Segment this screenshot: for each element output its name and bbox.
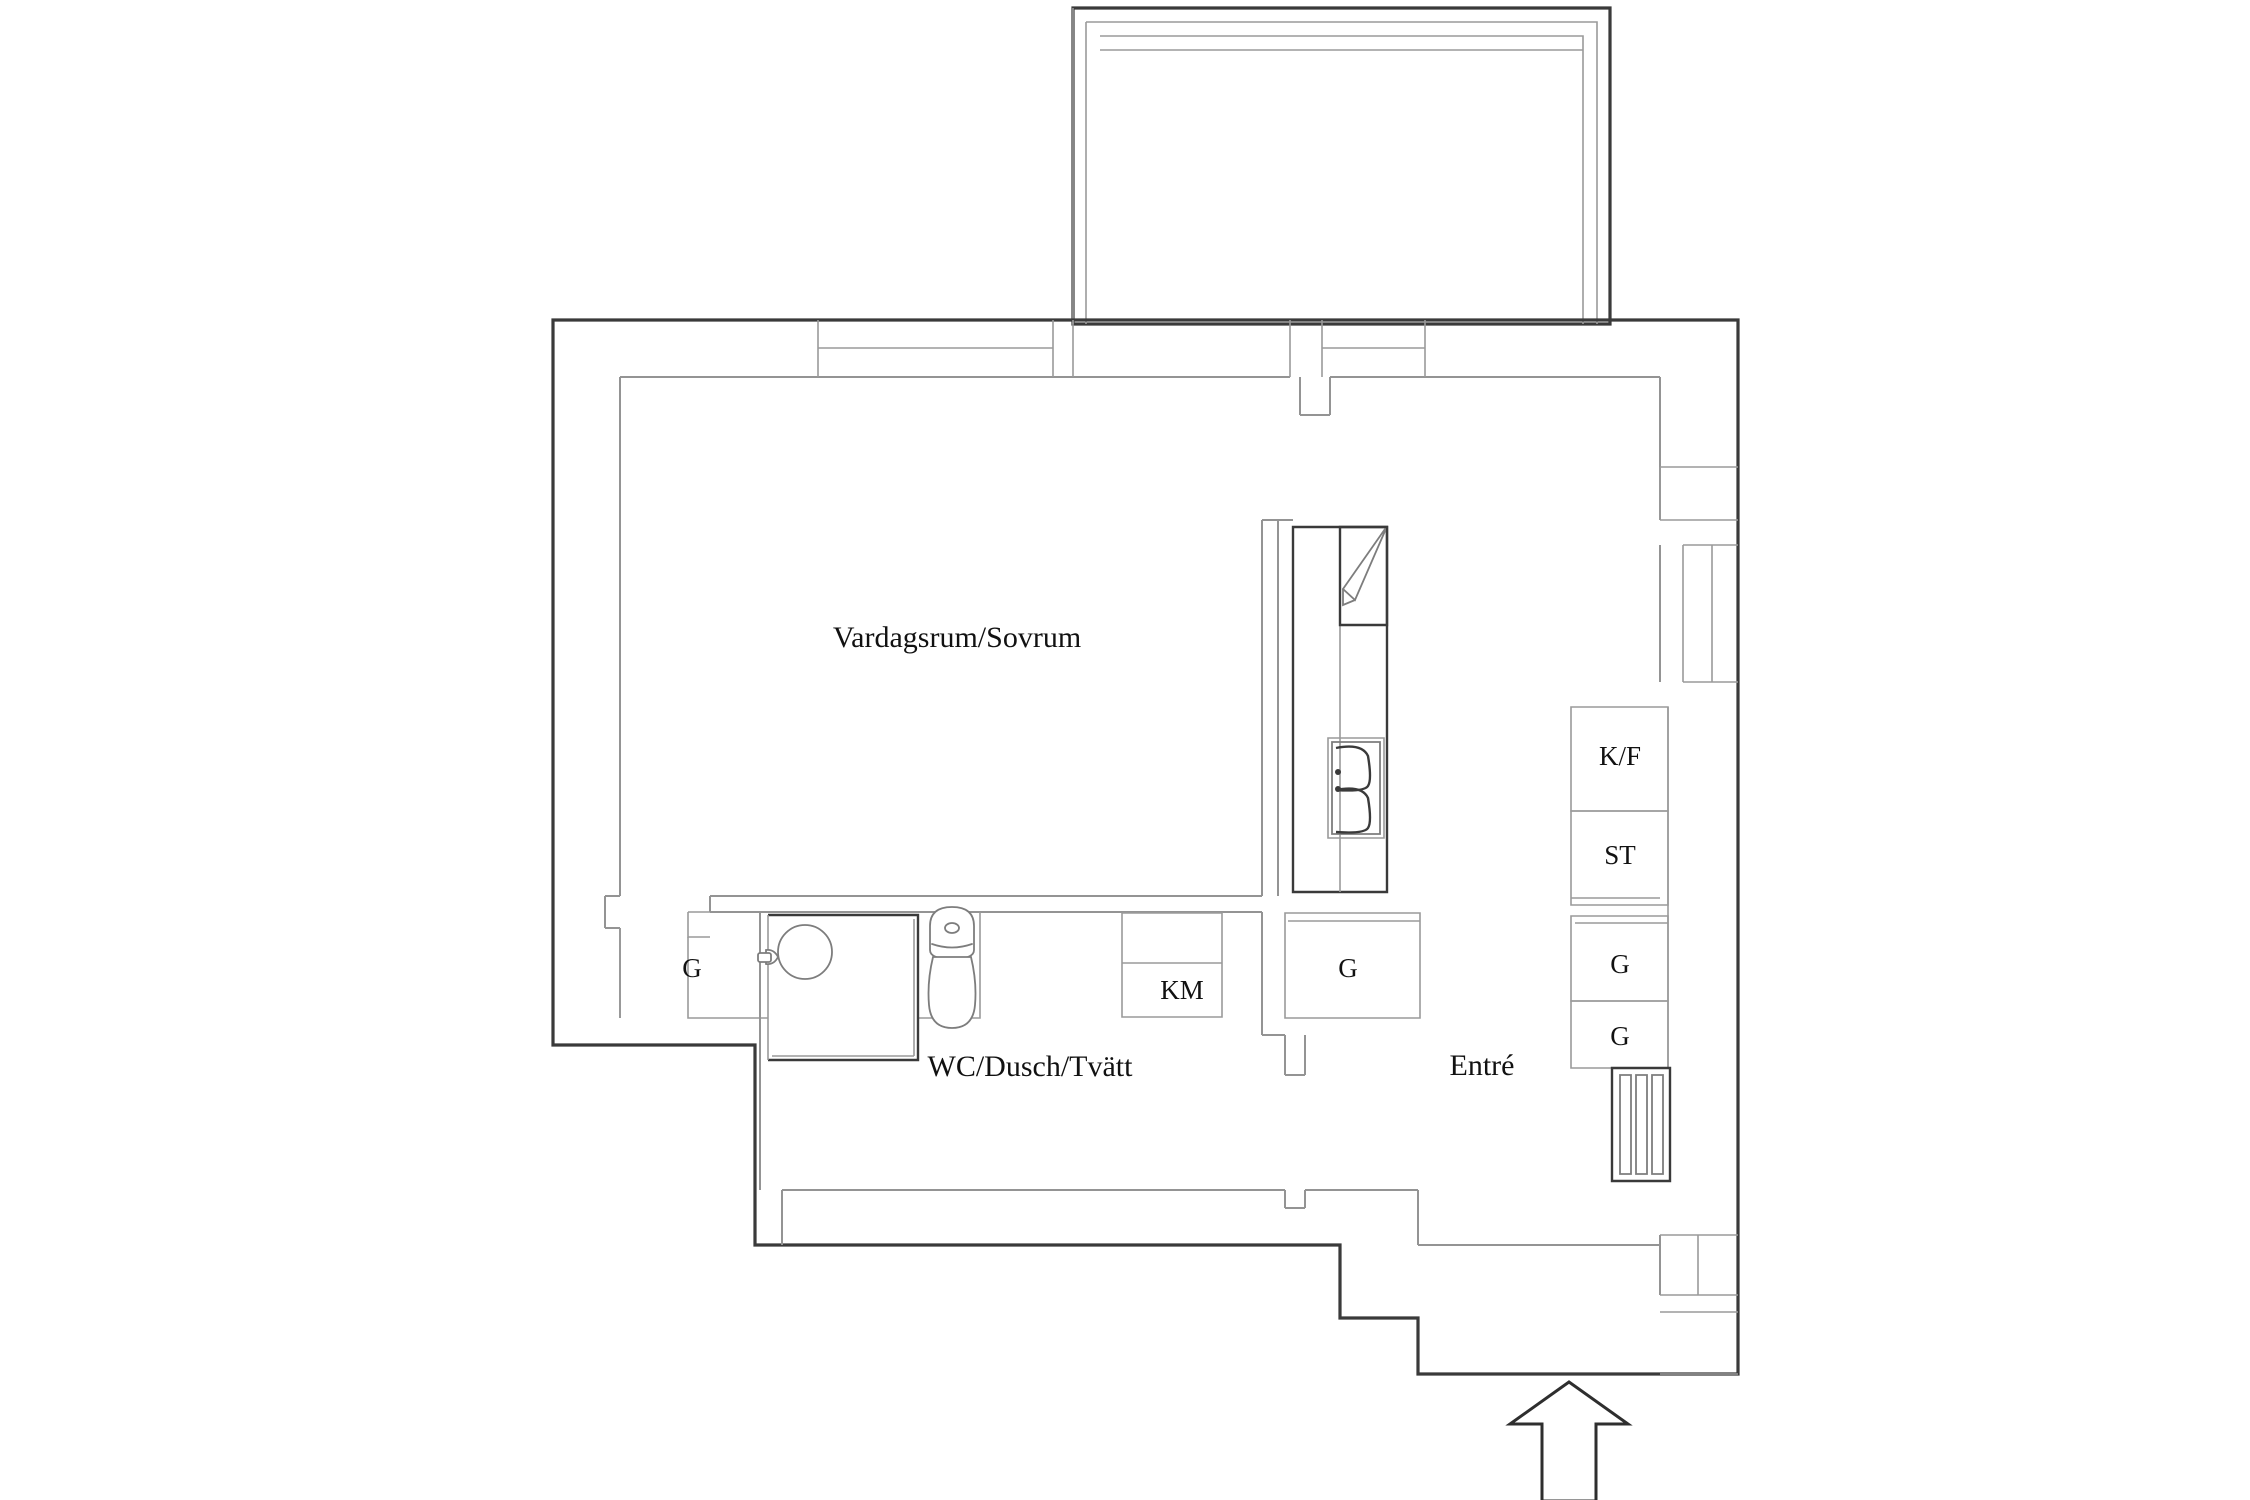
wardrobe-mid-box	[1284, 912, 1421, 1019]
label-wardrobe-right-bot: G	[1610, 1021, 1630, 1051]
stove-hood	[1338, 525, 1389, 627]
label-bathroom: WC/Dusch/Tvätt	[928, 1050, 1134, 1083]
label-storage: ST	[1604, 840, 1636, 870]
interior-walls	[687, 519, 1660, 1246]
bathroom-fixtures	[757, 906, 977, 1062]
washing-machine-box	[1121, 912, 1223, 1018]
window-right-long	[1682, 544, 1738, 683]
room-labels: Vardagsrum/Sovrum WC/Dusch/Tvätt Entré	[833, 621, 1515, 1083]
kitchen-sink	[1327, 737, 1385, 839]
window-top-1	[817, 320, 1054, 377]
label-fridge-freezer: K/F	[1599, 741, 1641, 771]
balcony-door	[1072, 320, 1291, 377]
label-wardrobe-mid: G	[1338, 953, 1358, 983]
window-top-2	[1321, 320, 1426, 377]
radiator	[1610, 1066, 1672, 1183]
label-wardrobe-right-top: G	[1610, 949, 1630, 979]
window-right-bottom	[1660, 1311, 1738, 1375]
kitchen-counter	[1291, 525, 1389, 894]
window-right-upper	[1659, 466, 1738, 521]
windows	[817, 320, 1738, 1375]
label-entrance: Entré	[1450, 1049, 1515, 1082]
shower-head	[757, 924, 833, 980]
toilet	[927, 906, 977, 1029]
balcony	[1071, 6, 1612, 326]
storage-labels: G KM G K/F ST G G	[682, 741, 1641, 1051]
label-wardrobe-left: G	[682, 953, 702, 983]
label-living-room: Vardagsrum/Sovrum	[833, 621, 1081, 654]
outer-walls	[551, 318, 1740, 1376]
inner-wall-faces	[604, 376, 1661, 1295]
window-right-lower	[1660, 1234, 1738, 1296]
entrance-direction-arrow	[1505, 1380, 1633, 1500]
label-washing-machine: KM	[1160, 975, 1204, 1005]
